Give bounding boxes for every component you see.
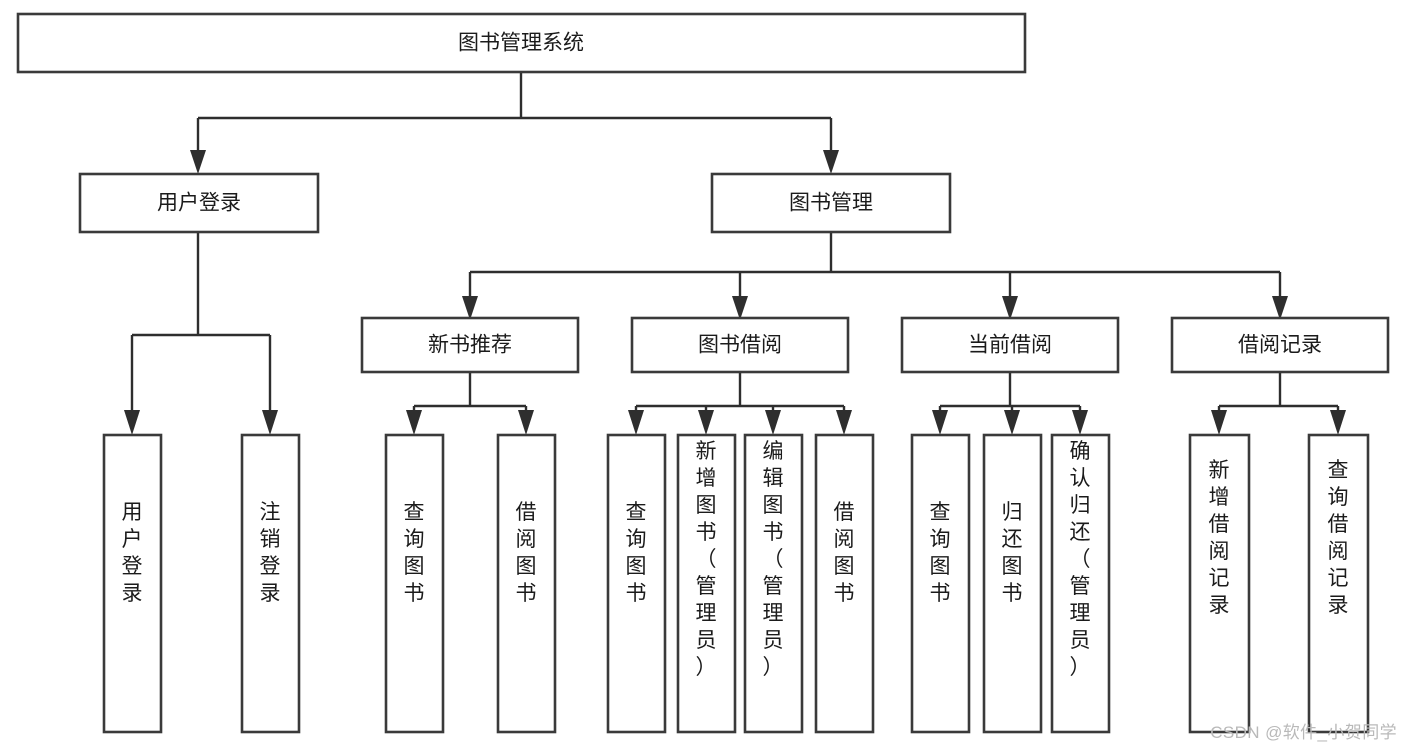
node-book-manage-box[interactable] <box>710 172 952 234</box>
leaf-current-borrow-1[interactable]: 查询图书 <box>910 433 971 734</box>
leaf-borrow-records-2-box[interactable] <box>1307 433 1370 734</box>
leaf-book-borrow-1[interactable]: 查询图书 <box>606 433 667 734</box>
leaf-new-book-2-box[interactable] <box>496 433 557 734</box>
arrow-borrow-records-leaf-1 <box>1211 410 1227 435</box>
leaf-current-borrow-3-box[interactable] <box>1050 433 1111 734</box>
leaf-book-borrow-2[interactable]: 新增图书（管理员） <box>676 433 737 734</box>
leaf-borrow-records-1-label: 新增借阅记录 <box>1209 459 1230 617</box>
leaf-book-borrow-3-box[interactable] <box>743 433 804 734</box>
arrow-to-new-book <box>462 296 478 320</box>
node-current-borrow[interactable]: 当前借阅 <box>900 316 1120 374</box>
leaf-book-borrow-3[interactable]: 编辑图书（管理员） <box>743 433 804 734</box>
arrow-current-borrow-leaf-3 <box>1072 410 1088 435</box>
leaf-current-borrow-3[interactable]: 确认归还（管理员） <box>1050 433 1111 734</box>
node-book-borrow-label: 图书借阅 <box>698 334 782 357</box>
arrow-new-book-leaf-2 <box>518 410 534 435</box>
arrow-current-borrow-leaf-2 <box>1004 410 1020 435</box>
leaf-current-borrow-1-box[interactable] <box>910 433 971 734</box>
arrow-to-borrow-records <box>1272 296 1288 320</box>
arrow-to-user-login <box>190 150 206 174</box>
leaf-user-login-2-label: 注销登录 <box>260 501 281 605</box>
leaf-book-borrow-2-box[interactable] <box>676 433 737 734</box>
leaf-new-book-1-box[interactable] <box>384 433 445 734</box>
arrow-book-borrow-leaf-1 <box>628 410 644 435</box>
leaf-book-borrow-4-label: 借阅图书 <box>834 501 855 605</box>
leaf-borrow-records-1-box[interactable] <box>1188 433 1251 734</box>
leaf-new-book-1[interactable]: 查询图书 <box>384 433 445 734</box>
leaf-current-borrow-1-label: 查询图书 <box>930 501 951 605</box>
leaf-borrow-records-2-label: 查询借阅记录 <box>1328 459 1349 617</box>
node-new-book-recommend[interactable]: 新书推荐 <box>360 316 580 374</box>
node-borrow-records-box[interactable] <box>1170 316 1390 374</box>
node-user-login-label: 用户登录 <box>157 192 241 215</box>
leaf-user-login-1-box[interactable] <box>102 433 163 734</box>
arrow-to-current-borrow <box>1002 296 1018 320</box>
node-book-borrow-box[interactable] <box>630 316 850 374</box>
leaf-new-book-2[interactable]: 借阅图书 <box>496 433 557 734</box>
leaf-book-borrow-1-box[interactable] <box>606 433 667 734</box>
arrow-to-book-borrow <box>732 296 748 320</box>
leaf-book-borrow-4[interactable]: 借阅图书 <box>814 433 875 734</box>
leaf-borrow-records-1[interactable]: 新增借阅记录 <box>1188 433 1251 734</box>
leaf-book-borrow-1-label: 查询图书 <box>626 501 647 605</box>
leaf-current-borrow-3-label: 确认归还（管理员） <box>1070 440 1091 679</box>
leaf-user-login-2[interactable]: 注销登录 <box>240 433 301 734</box>
leaf-new-book-2-label: 借阅图书 <box>516 501 537 605</box>
node-new-book-recommend-box[interactable] <box>360 316 580 374</box>
leaf-current-borrow-2-label: 归还图书 <box>1002 501 1023 605</box>
node-root-box[interactable] <box>16 12 1027 74</box>
leaf-book-borrow-3-label: 编辑图书（管理员） <box>763 440 784 679</box>
node-user-login[interactable]: 用户登录 <box>78 172 320 234</box>
arrow-new-book-leaf-1 <box>406 410 422 435</box>
node-book-manage[interactable]: 图书管理 <box>710 172 952 234</box>
arrow-current-borrow-leaf-1 <box>932 410 948 435</box>
node-book-borrow[interactable]: 图书借阅 <box>630 316 850 374</box>
leaf-current-borrow-2[interactable]: 归还图书 <box>982 433 1043 734</box>
arrow-book-borrow-leaf-3 <box>765 410 781 435</box>
node-borrow-records-label: 借阅记录 <box>1238 334 1322 357</box>
leaf-borrow-records-2[interactable]: 查询借阅记录 <box>1307 433 1370 734</box>
node-new-book-recommend-label: 新书推荐 <box>428 334 512 357</box>
leaf-user-login-1-label: 用户登录 <box>122 501 143 605</box>
node-book-manage-label: 图书管理 <box>789 192 873 215</box>
arrow-book-borrow-leaf-4 <box>836 410 852 435</box>
edges-layer <box>124 72 1346 435</box>
node-current-borrow-label: 当前借阅 <box>968 334 1052 357</box>
leaf-current-borrow-2-box[interactable] <box>982 433 1043 734</box>
arrow-user-login-leaf-2 <box>262 410 278 435</box>
arrow-borrow-records-leaf-2 <box>1330 410 1346 435</box>
arrow-to-book-manage <box>823 150 839 174</box>
leaf-user-login-1[interactable]: 用户登录 <box>102 433 163 734</box>
node-user-login-box[interactable] <box>78 172 320 234</box>
node-root-label: 图书管理系统 <box>458 32 584 55</box>
leaf-book-borrow-2-label: 新增图书（管理员） <box>696 440 717 679</box>
leaf-user-login-2-box[interactable] <box>240 433 301 734</box>
leaf-book-borrow-4-box[interactable] <box>814 433 875 734</box>
leaf-new-book-1-label: 查询图书 <box>404 501 425 605</box>
node-root[interactable]: 图书管理系统 <box>16 12 1027 74</box>
arrow-user-login-leaf-1 <box>124 410 140 435</box>
node-current-borrow-box[interactable] <box>900 316 1120 374</box>
arrow-book-borrow-leaf-2 <box>698 410 714 435</box>
node-borrow-records[interactable]: 借阅记录 <box>1170 316 1390 374</box>
